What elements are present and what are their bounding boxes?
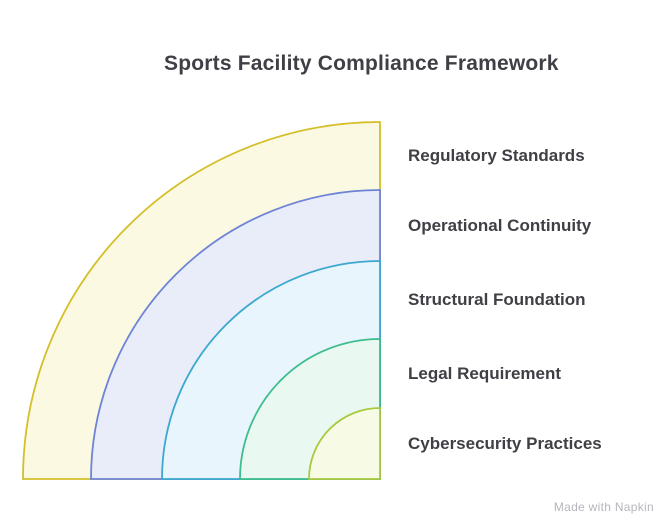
watermark: Made with Napkin xyxy=(553,500,654,514)
diagram-title: Sports Facility Compliance Framework xyxy=(164,52,559,75)
ring-4 xyxy=(308,407,381,480)
